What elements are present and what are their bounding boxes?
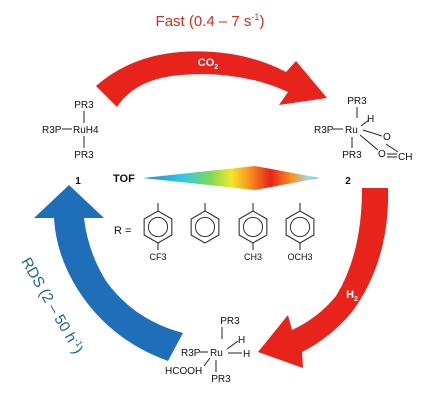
co2-arrow-label: CO2 [198, 57, 219, 71]
aromatic-circle-1 [147, 216, 169, 238]
complex-1-number: 1 [75, 176, 81, 187]
complex-3-hcooh: HCOOH [165, 366, 202, 377]
complex-2-oxygen-1: O [383, 132, 391, 143]
complex-3-hydride-2: H [243, 349, 250, 360]
substituent-label-4: OCH3 [287, 252, 312, 262]
aromatic-circle-4 [289, 216, 311, 238]
complex-2-top-ligand: PR3 [347, 96, 367, 107]
rds-step-arrow [34, 185, 183, 361]
benzene-ring-2 [190, 210, 220, 244]
complex-3-bottom-ligand: PR3 [211, 374, 231, 385]
complex-3-left-ligand: R3P [181, 348, 201, 359]
complex-2-oxygen-2: O [378, 149, 386, 160]
complex-3-top-ligand: PR3 [220, 316, 240, 327]
substituent-label-1: CF3 [149, 252, 166, 262]
complex-3-hydride-1: H [238, 335, 245, 346]
complex-2-bottom-ligand: PR3 [342, 150, 362, 161]
aromatic-circle-3 [242, 216, 264, 238]
tof-gradient-bar [143, 166, 320, 190]
complex-1-bottom-ligand: PR3 [74, 150, 94, 161]
complex-2-number: 2 [345, 176, 351, 187]
substituent-label-3: CH3 [244, 252, 262, 262]
h2-arrow-label: H2 [346, 289, 358, 303]
complex-1-center: RuH4 [73, 125, 99, 136]
h2-step-arrow [258, 188, 389, 368]
r-group-structures: CF3 CH3 OCH3 [143, 203, 315, 262]
co2-step-arrow [96, 51, 327, 107]
complex-1-top-ligand: PR3 [74, 100, 94, 111]
complex-2-ch: CH [398, 152, 412, 163]
complex-1: PR3 R3P RuH4 PR3 1 [42, 100, 99, 187]
complex-2-center: Ru [345, 125, 358, 136]
complex-2-hydride: H [367, 114, 374, 125]
complex-3-center: Ru [210, 348, 223, 359]
aromatic-circle-2 [194, 216, 216, 238]
complex-1-left-ligand: R3P [42, 125, 62, 136]
r-group-label: R = [114, 225, 131, 237]
tof-label: TOF [113, 173, 135, 185]
fast-rate-label: Fast (0.4 – 7 s-1) [156, 12, 265, 30]
complex-3: PR3 R3P Ru H H HCOOH PR3 [165, 316, 250, 385]
complex-2: PR3 R3P Ru H O O CH PR3 2 [314, 96, 412, 187]
complex-2-left-ligand: R3P [314, 125, 334, 136]
